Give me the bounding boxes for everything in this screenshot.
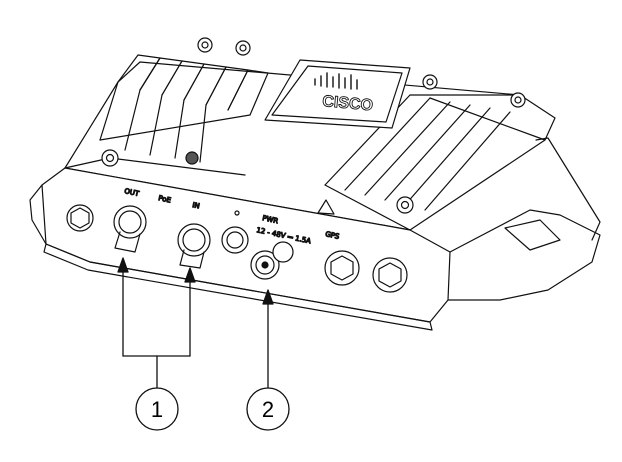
heat-sink-fins-right	[324, 94, 546, 231]
antenna-port-icon	[101, 149, 119, 167]
cap-plug	[221, 226, 249, 254]
callout-leaders	[117, 257, 274, 389]
antenna-port-icon	[197, 37, 213, 53]
label-poe-in: IN	[192, 201, 201, 210]
vent-plug-icon	[185, 151, 199, 165]
label-poe-out: OUT	[124, 187, 141, 198]
callout-1: 1	[135, 387, 179, 431]
heat-sink-fins-left	[64, 54, 269, 176]
top-connectors	[101, 37, 526, 215]
callout-2-number: 2	[262, 397, 274, 422]
callout-2: 2	[246, 387, 290, 431]
power-plug-cap	[272, 241, 294, 263]
bolt-icon	[372, 257, 408, 293]
logo-plate: CISCO	[264, 59, 411, 129]
cisco-logo-bars	[314, 72, 358, 90]
label-poe: PoE	[158, 194, 172, 204]
gps-port	[324, 250, 360, 286]
arrowhead-icon	[262, 289, 274, 305]
arrowhead-icon	[184, 267, 196, 283]
status-led-icon	[234, 210, 240, 216]
antenna-port-icon	[235, 40, 251, 56]
antenna-port-icon	[422, 74, 438, 90]
callout-1-number: 1	[151, 397, 163, 422]
arrowhead-icon	[117, 257, 129, 273]
antenna-port-icon	[396, 196, 414, 214]
warning-triangle-icon	[317, 199, 335, 215]
label-gps: GPS	[325, 230, 341, 241]
label-power: PWR	[262, 214, 279, 225]
cisco-logo-text: CISCO	[322, 93, 374, 114]
antenna-port-icon	[510, 92, 526, 108]
